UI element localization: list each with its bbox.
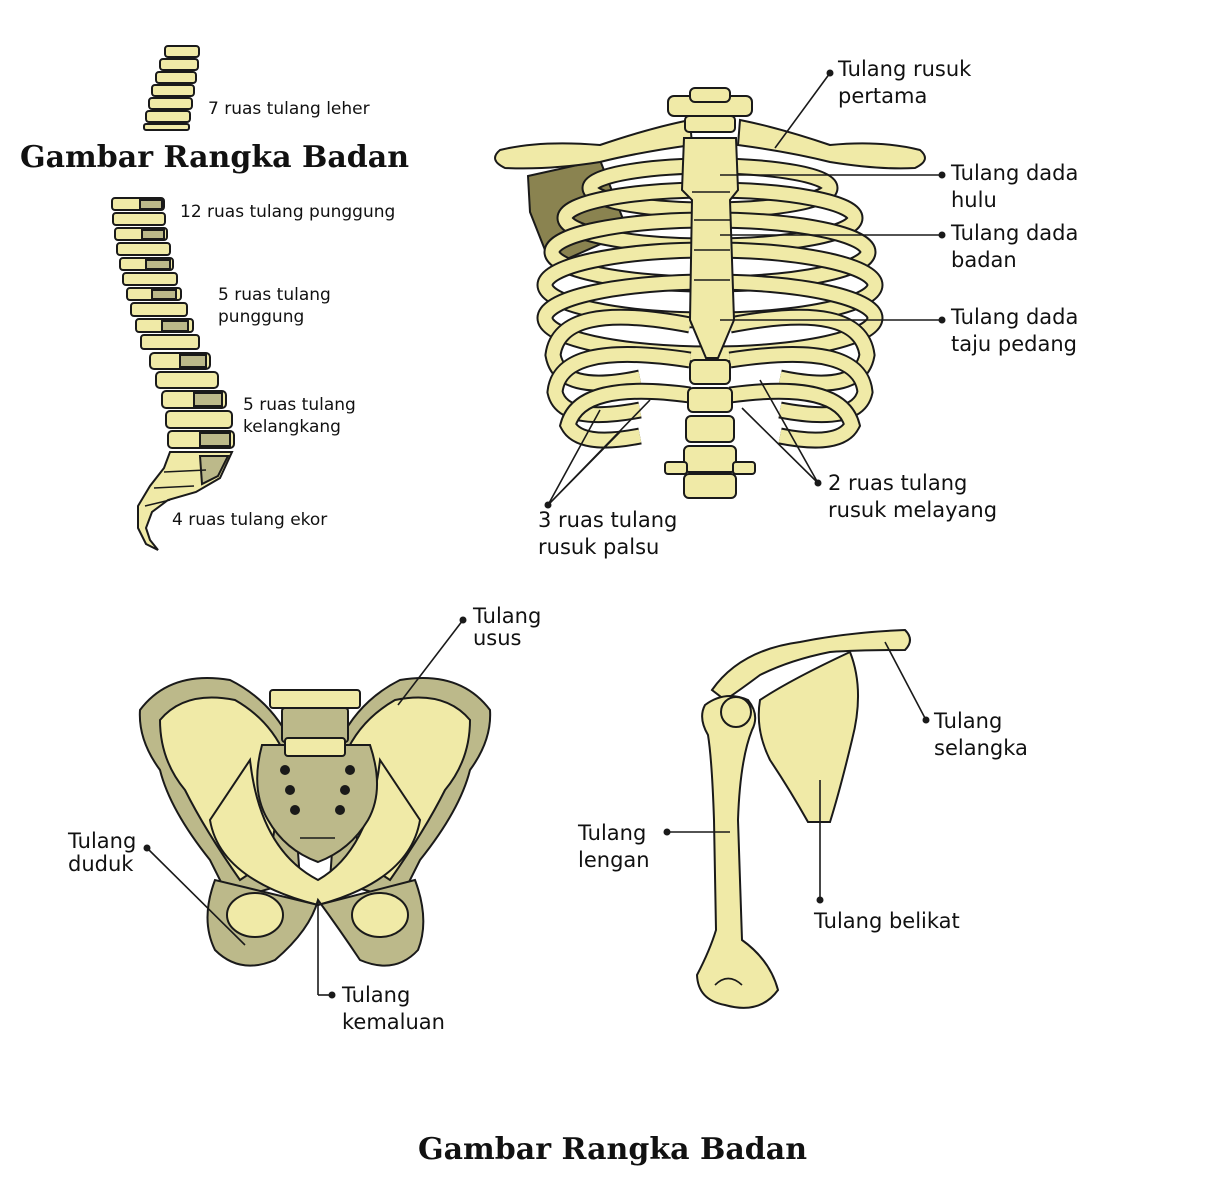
label-false-ribs-line2: rusuk palsu	[538, 535, 660, 560]
clavicle	[710, 628, 911, 702]
label-sternum-body: Tulang dada badan	[951, 220, 1078, 275]
label-xiphoid: Tulang dada taju pedang	[951, 304, 1078, 359]
label-coccyx: 4 ruas tulang ekor	[172, 510, 328, 530]
clavicle-right	[736, 118, 926, 170]
label-thoracic-vertebrae: 12 ruas tulang punggung	[180, 202, 396, 222]
lumbar-vertebrae	[149, 352, 235, 449]
label-lumbar-line2: punggung	[218, 307, 305, 328]
vertebral-column	[111, 45, 235, 551]
label-neck-vertebrae: 7 ruas tulang leher	[208, 99, 370, 119]
pelvic-ring	[208, 757, 422, 907]
label-ilium-line1: Tulang	[473, 604, 542, 628]
rib-cage	[494, 69, 946, 509]
label-sacral-vertebrae: 5 ruas tulang kelangkang	[243, 394, 356, 438]
label-ischium: Tulang duduk	[68, 829, 137, 877]
label-sternum-body-line2: badan	[951, 248, 1017, 273]
label-floating-ribs: 2 ruas tulang rusuk melayang	[828, 470, 997, 525]
label-lumbar-line1: 5 ruas tulang	[218, 285, 331, 305]
sacrum-coccyx	[137, 451, 234, 551]
label-pubis: Tulang kemaluan	[342, 982, 445, 1037]
pelvis-callouts	[143, 616, 467, 999]
scapula	[757, 650, 859, 823]
diagram-title-top: Gambar Rangka Badan	[20, 140, 410, 175]
label-false-ribs-line1: 3 ruas tulang	[538, 508, 678, 532]
label-humerus: Tulang lengan	[578, 820, 650, 875]
label-humerus-line1: Tulang	[578, 821, 647, 845]
label-lumbar-vertebrae: 5 ruas tulang punggung	[218, 284, 331, 328]
label-xiphoid-line1: Tulang dada	[951, 305, 1079, 329]
arm-callouts	[663, 641, 930, 904]
pelvis	[138, 616, 492, 999]
label-clavicle-line2: selangka	[934, 736, 1028, 761]
label-manubrium: Tulang dada hulu	[951, 160, 1078, 215]
label-first-rib: Tulang rusuk pertama	[838, 56, 971, 111]
shoulder-arm	[663, 628, 930, 1009]
label-first-rib-line1: Tulang rusuk	[838, 57, 972, 81]
label-ilium-line2: usus	[473, 626, 522, 651]
label-ischium-line2: duduk	[68, 852, 134, 877]
label-false-ribs: 3 ruas tulang rusuk palsu	[538, 507, 677, 562]
label-sternum-body-line1: Tulang dada	[951, 221, 1079, 245]
ribcage-spine	[664, 359, 756, 499]
sacral-foramina	[280, 765, 355, 839]
label-floating-ribs-line2: rusuk melayang	[828, 498, 998, 523]
label-first-rib-line2: pertama	[838, 84, 928, 109]
label-clavicle-line1: Tulang	[934, 709, 1003, 733]
label-sacral-line1: 5 ruas tulang	[243, 395, 356, 415]
label-ilium: Tulang usus	[473, 605, 541, 649]
label-manubrium-line2: hulu	[951, 188, 997, 213]
label-floating-ribs-line1: 2 ruas tulang	[828, 471, 968, 495]
sternum	[667, 87, 753, 359]
label-humerus-line2: lengan	[578, 848, 650, 873]
label-clavicle: Tulang selangka	[934, 708, 1028, 763]
label-pubis-line1: Tulang	[342, 983, 411, 1007]
thoracic-vertebrae	[111, 197, 200, 350]
label-pubis-line2: kemaluan	[342, 1010, 445, 1035]
label-scapula: Tulang belikat	[814, 909, 960, 933]
diagram-title-bottom: Gambar Rangka Badan	[418, 1132, 808, 1167]
ribcage-callouts	[544, 69, 946, 509]
humerus	[695, 695, 780, 1009]
label-ischium-line1: Tulang	[68, 829, 137, 853]
label-manubrium-line1: Tulang dada	[951, 161, 1079, 185]
clavicle-left	[494, 118, 694, 170]
label-sacral-line2: kelangkang	[243, 417, 341, 438]
label-xiphoid-line2: taju pedang	[951, 332, 1078, 357]
cervical-vertebrae	[143, 45, 200, 131]
